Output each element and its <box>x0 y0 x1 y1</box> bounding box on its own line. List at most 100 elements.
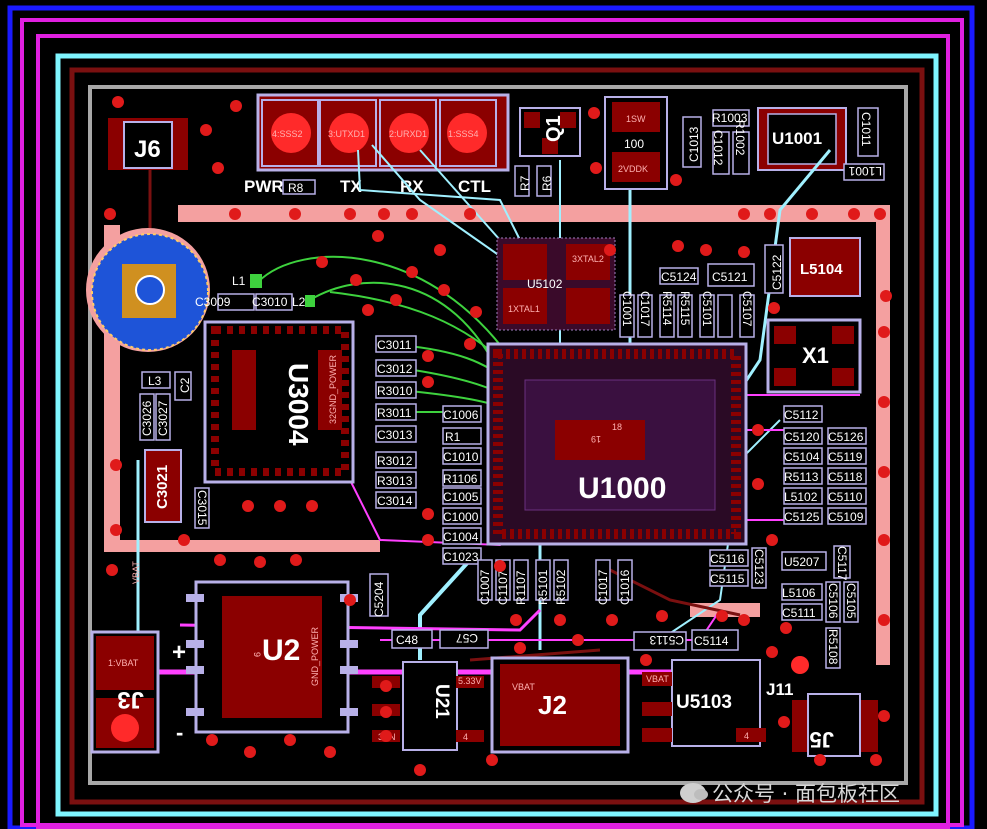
outline-magenta-inner <box>36 34 950 829</box>
u1000-left-passives: C1006 R1 C1010 R1106 C1005 C1000 C1004 C… <box>442 405 482 565</box>
vias <box>104 96 892 776</box>
c5204-part: C5204 <box>369 573 389 617</box>
u21-v333: 5.33V <box>458 676 482 686</box>
u1000-right-passives: C5112 C5120 C5126 C5104 C5119 R5113 C511… <box>709 405 867 669</box>
u1001-cluster: C1013 R1003 R1002 C1012 U1001 C1011 L100… <box>682 107 885 181</box>
wechat-icon <box>680 783 708 803</box>
outline-gray <box>88 85 908 785</box>
c1005-label: C1005 <box>443 490 479 504</box>
c1010-label: C1010 <box>443 450 479 464</box>
led-pad-2: 3:UTXD1 <box>328 129 365 139</box>
bottom-row-6: C1016 <box>618 569 632 605</box>
c5120-label: C5120 <box>784 430 820 444</box>
bottom-row-3: R5101 <box>536 569 550 605</box>
u1001-label: U1001 <box>772 129 822 148</box>
c1011-label: C1011 <box>859 112 873 147</box>
mid-row-1: C1017 <box>638 291 652 327</box>
u3004-chip: U3004 32GND_POWER <box>203 320 355 484</box>
j5-label: J5 <box>810 727 834 752</box>
plus-label: + <box>172 639 186 666</box>
c3011-label: C3011 <box>377 338 412 352</box>
bottom-row-4: R5102 <box>554 569 568 605</box>
u2-chip: U2 9 GND_POWER + - <box>172 580 358 745</box>
c5111-label: C5111 <box>782 606 816 620</box>
c3010-label: C3010 <box>252 295 288 309</box>
u2-gnd-label: GND_POWER <box>310 626 320 686</box>
outline-magenta-outer <box>20 18 964 827</box>
j11-label: J11 <box>766 680 793 699</box>
u5103-pin4: 4 <box>744 731 749 741</box>
u1000-pin18: 18 <box>612 422 622 432</box>
c5109-label: C5109 <box>828 510 864 524</box>
c57-label: C57 <box>456 631 478 645</box>
j5-connector: J5 <box>792 693 878 757</box>
c5121-label: C5121 <box>712 270 748 284</box>
sw-value: 100 <box>624 137 644 151</box>
sw-label: 1SW <box>626 114 646 124</box>
r1106-label: R1106 <box>443 472 478 486</box>
led-label-tx: TX <box>340 177 362 196</box>
u2-label: U2 <box>262 634 300 667</box>
right-upper-passives: C5124 C5121 C5122 L5104 <box>659 237 861 297</box>
r1002-label: R1002 <box>733 120 747 156</box>
r1-label: R1 <box>445 430 461 444</box>
led-label-pwr: PWR <box>244 177 284 196</box>
x1-crystal: X1 <box>766 318 862 394</box>
mid-row-0: C1001 <box>620 291 634 327</box>
c5126-label: C5126 <box>828 430 864 444</box>
l2-label: L2 <box>292 295 306 309</box>
j6-connector: J6 <box>108 118 188 290</box>
c1006-label: C1006 <box>443 408 479 422</box>
j3-label: J3 <box>117 686 144 713</box>
c5110-label: C5110 <box>828 490 863 504</box>
mid-row-4: C5101 <box>700 291 714 327</box>
r3010-label: R3010 <box>377 384 413 398</box>
watermark: 公众号 · 面包板社区 <box>680 778 900 808</box>
j2-connector: VBAT J2 <box>490 656 630 754</box>
u5102-label: U5102 <box>527 277 563 291</box>
c5104-label: C5104 <box>784 450 820 464</box>
mid-row-3: R5115 <box>678 291 692 326</box>
c1000-label: C1000 <box>443 510 479 524</box>
watermark-text: 公众号 · 面包板社区 <box>712 782 901 806</box>
vbat-net-label: VBAT <box>131 561 141 584</box>
u5103-vbat: VBAT <box>646 674 669 684</box>
r3012-label: R3012 <box>377 454 413 468</box>
u2-pad-label: 9 <box>252 652 262 657</box>
led-pad-1: 4:SSS2 <box>272 129 303 139</box>
c5119-label: C5119 <box>828 450 863 464</box>
left-passives: L3 C2 C3026 C3027 C3021 C3015 VBAT <box>131 371 210 584</box>
c5112-label: C5112 <box>784 408 819 422</box>
bottom-row-2: R1107 <box>514 570 528 605</box>
r3013-label: R3013 <box>377 474 413 488</box>
c5118-label: C5118 <box>828 470 863 484</box>
outline-cyan <box>55 53 939 817</box>
mid-row-2: R5114 <box>660 291 674 326</box>
u1000-top-row: C1001 C1017 R5114 R5115 C5101 C5107 <box>619 291 755 338</box>
sw-component: 1SW 100 2VDDK <box>604 96 668 190</box>
l1001-label: L1001 <box>848 164 882 178</box>
c5122-label: C5122 <box>770 254 784 290</box>
l3-label: L3 <box>148 374 162 388</box>
c3027-label: C3027 <box>156 400 170 436</box>
c1004-label: C1004 <box>443 530 479 544</box>
c5123-label: C5123 <box>752 549 766 585</box>
l5104-label: L5104 <box>800 261 843 278</box>
u3004-side-passives: C3011 C3012 R3010 R3011 C3013 R3012 R301… <box>375 335 417 509</box>
led-label-rx: RX <box>400 177 424 196</box>
bottom-row-0: C1007 <box>478 569 492 605</box>
r5113-label: R5113 <box>784 470 819 484</box>
led-pad-4: 1:SSS4 <box>448 129 479 139</box>
u3004-label: U3004 <box>283 363 314 446</box>
u5103-label: U5103 <box>676 692 732 713</box>
l5102-label: L5102 <box>784 490 818 504</box>
c5114-label: C5114 <box>694 634 729 648</box>
c5124-label: C5124 <box>661 270 697 284</box>
xtal1-label: 1XTAL1 <box>508 304 540 314</box>
u21-label: U21 <box>431 684 452 719</box>
u1000-pin19: 19 <box>591 434 601 444</box>
q1-transistor: Q1 R7 R6 <box>514 107 581 197</box>
led-pad-3: 2:URXD1 <box>389 129 427 139</box>
j2-label: J2 <box>538 690 567 720</box>
